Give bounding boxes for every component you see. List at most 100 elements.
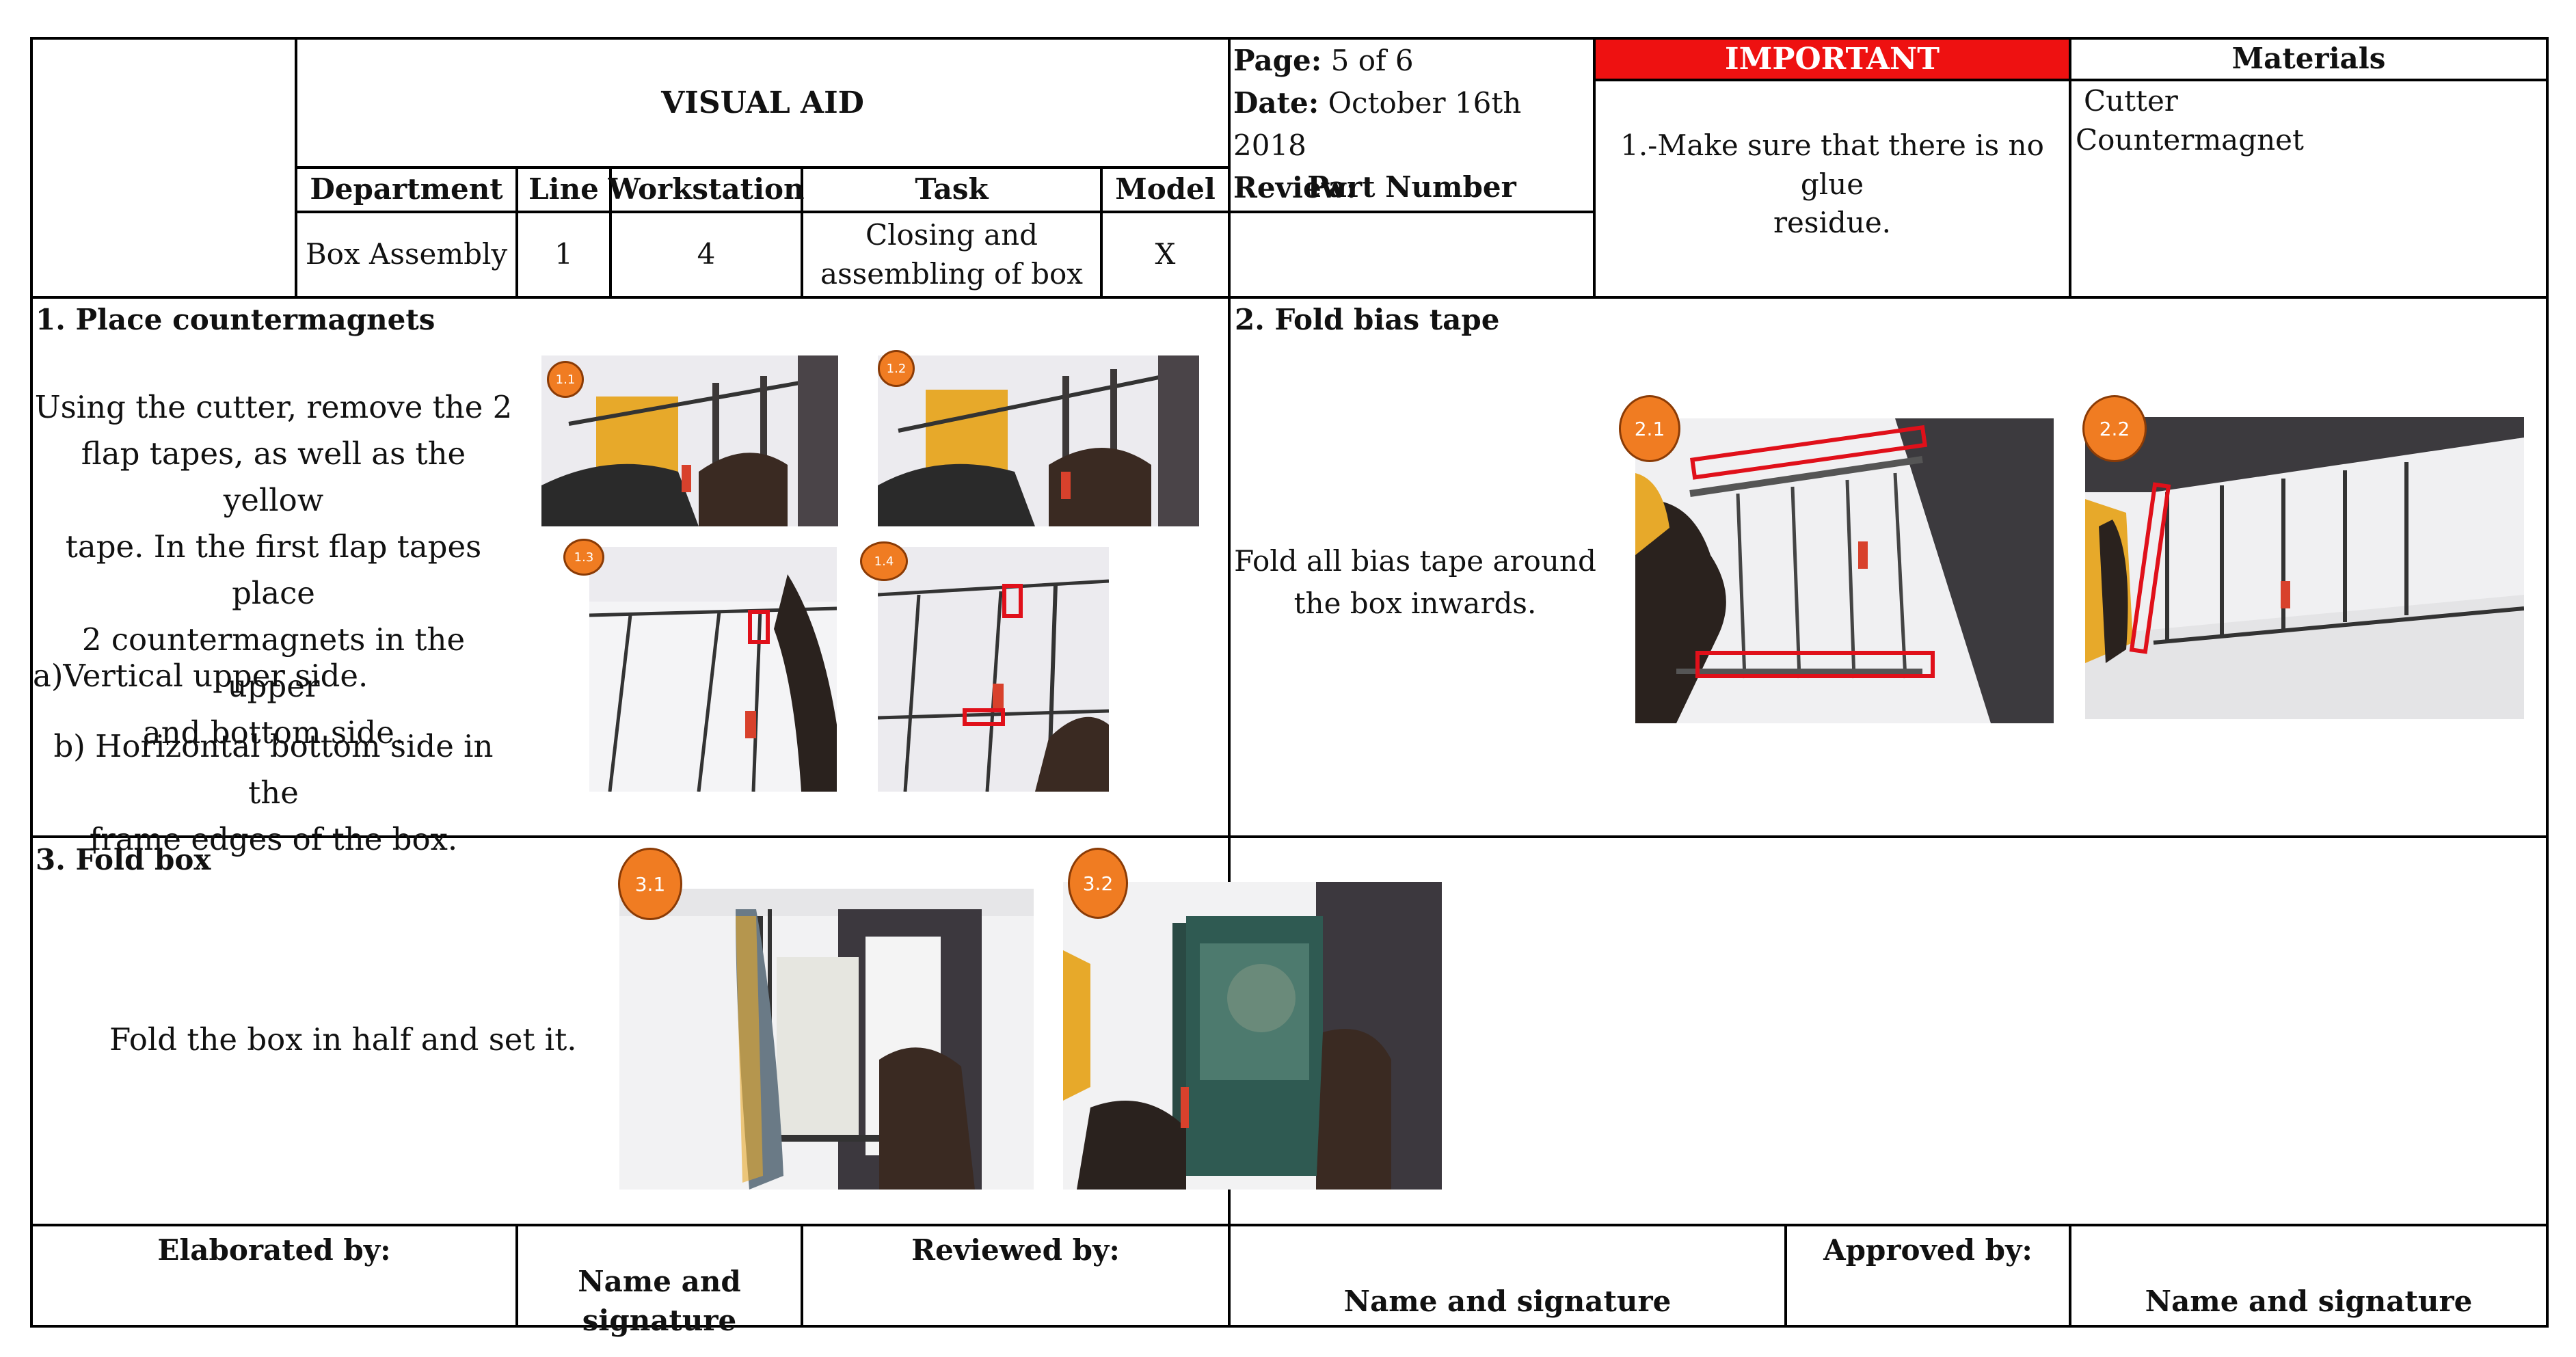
col-line: Line [528,172,599,206]
step-badge: 2.2 [2082,395,2147,462]
highlight-box [1002,584,1023,618]
value-workstation: 4 [697,237,716,271]
step-3-title: 3. Fold box [36,843,211,876]
date-label: Date: [1233,86,1319,120]
col-department: Department [310,172,503,206]
materials-label: Materials [2231,42,2386,76]
step-1-sub-a: a)Vertical upper side. [33,658,368,694]
value-line: 1 [554,237,573,271]
step-badge: 1.1 [547,361,584,398]
step-badge: 1.2 [878,350,915,387]
step-2-text-line: the box inwards. [1293,587,1537,620]
step-badge: 3.2 [1068,848,1128,919]
divider [1100,166,1103,298]
step-1-text-line: and bottom side. [142,714,405,751]
step-1-sub-b-line: b) Horizontal bottom side in the [53,728,494,811]
divider [295,211,1593,213]
page-title: VISUAL AID [661,85,864,120]
value-model: X [1155,237,1176,271]
divider [30,1224,2549,1226]
important-note-line-2: residue. [1773,206,1892,240]
step-photo [541,355,838,526]
col-task: Task [915,172,989,206]
box-photo-illustration [589,547,837,792]
task-line-1: Closing and [865,217,1038,252]
material-item: Countermagnet [2076,122,2304,157]
important-banner: IMPORTANT [1596,40,2069,79]
col-part-number: Part Number [1307,170,1516,204]
approved-label: Approved by: [1823,1233,2032,1267]
step-1-title: 1. Place countermagnets [36,303,435,336]
col-workstation: Workstation [608,172,805,206]
reviewed-label: Reviewed by: [911,1233,1120,1267]
box-photo-illustration [1635,418,2054,723]
value-department: Box Assembly [305,237,508,271]
step-2-title: 2. Fold bias tape [1235,303,1500,336]
signature-reviewed: Name and signature [1343,1284,1672,1318]
step-1-text: Using the cutter, remove the 2 flap tape… [34,384,513,756]
step-badge: 1.4 [860,541,908,581]
divider [295,166,1228,169]
step-2-text-line: Fold all bias tape around [1234,544,1596,578]
important-note-line-1: 1.-Make sure that there is no glue [1620,128,2044,201]
step-2-text: Fold all bias tape around the box inward… [1231,540,1600,625]
box-photo-illustration [619,889,1034,1190]
border-right [2546,37,2549,1328]
step-photo [589,547,837,792]
step-photo [2085,417,2524,719]
divider [2069,1224,2071,1328]
box-photo-illustration [1063,882,1442,1190]
divider [1593,79,2549,81]
divider [515,1224,518,1328]
step-photo [878,547,1109,792]
step-photo [619,889,1034,1190]
review-label: Review: [1233,171,1357,204]
divider [801,1224,803,1328]
col-model: Model [1115,172,1216,206]
step-1-text-line: tape. In the first flap tapes place [65,528,482,611]
step-photo [1063,882,1442,1190]
divider [1784,1224,1787,1328]
border-left [30,37,33,1328]
step-1-sub-b-line: frame edges of the box. [89,821,458,857]
step-photo [878,355,1199,526]
material-item: Cutter [2084,84,2178,118]
divider [30,835,2549,838]
highlight-box [1695,651,1935,678]
step-1-text-line: flap tapes, as well as the yellow [81,435,466,518]
divider [2069,37,2071,298]
step-photo [1635,418,2054,723]
task-line-2: assembling of box [820,256,1083,291]
highlight-box [963,708,1005,726]
box-photo-illustration [541,355,838,526]
signature-approved: Name and signature [2145,1284,2473,1318]
value-part-number [1231,213,1593,296]
divider [609,166,612,298]
elaborated-label: Elaborated by: [157,1233,391,1267]
value-task: Closing and assembling of box [803,213,1100,296]
page-meta: Page: 5 of 6 Date: October 16th 2018 Rev… [1233,40,1589,204]
box-photo-illustration [878,355,1199,526]
step-1-text-line: 2 countermagnets in the upper [81,621,466,704]
step-badge: 1.3 [563,539,604,576]
step-1-text-line: Using the cutter, remove the 2 [34,389,513,425]
highlight-box [748,610,770,644]
divider [1228,37,1231,1328]
step-badge: 3.1 [618,848,682,920]
divider [1593,37,1596,298]
page-label: Page: [1233,44,1322,77]
important-note: 1.-Make sure that there is no glue resid… [1596,129,2069,239]
divider [801,166,803,298]
step-badge: 2.1 [1619,395,1680,462]
signature-elaborated: Name and signature [578,1265,741,1337]
border-bottom [30,1325,2549,1328]
border-top [30,37,2549,40]
box-photo-illustration [878,547,1109,792]
divider [515,166,518,298]
step-1-sub-b: b) Horizontal bottom side in the frame e… [34,723,513,863]
date-value: October 16th 2018 [1233,86,1522,162]
page-value: 5 of 6 [1330,44,1414,77]
box-photo-illustration [2085,417,2524,719]
step-3-text: Fold the box in half and set it. [109,1021,577,1058]
divider [30,296,2549,299]
